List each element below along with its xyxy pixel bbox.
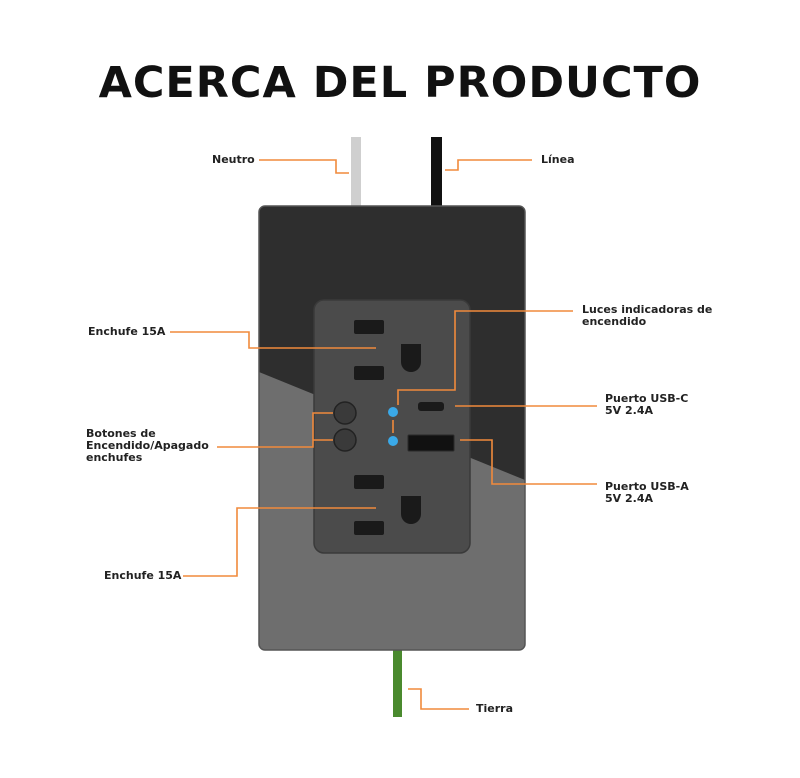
outlet-bottom (354, 475, 421, 535)
label-botones: Botones de Encendido/Apagado enchufes (86, 427, 209, 464)
callout-neutro (259, 159, 349, 174)
faceplate (313, 299, 471, 554)
callout-lines (170, 159, 597, 710)
callout-enchufe-bottom (183, 507, 376, 577)
callout-luces (397, 310, 573, 405)
label-enchufe-top: Enchufe 15A (88, 325, 166, 338)
usb-a-port (407, 434, 455, 452)
label-puerto-a: Puerto USB-A 5V 2.4A (605, 480, 689, 505)
page-title: ACERCA DEL PRODUCTO (98, 58, 702, 108)
ground-wire (393, 645, 402, 717)
line-wire (431, 137, 442, 212)
usb-c-port (418, 402, 444, 411)
label-tierra: Tierra (476, 702, 514, 715)
led-top (388, 407, 398, 417)
led-bottom (388, 436, 398, 446)
power-button-top (333, 401, 357, 425)
callout-botones (217, 412, 333, 448)
label-enchufe-bottom: Enchufe 15A (104, 569, 182, 582)
label-neutro: Neutro (212, 153, 255, 166)
outlet-top (354, 320, 421, 380)
callout-tierra (408, 688, 469, 710)
callout-puerto-a (460, 439, 597, 485)
label-linea: Línea (541, 153, 575, 166)
label-luces: Luces indicadoras de encendido (582, 303, 713, 328)
callout-linea (445, 159, 532, 171)
callout-enchufe-top (170, 331, 376, 349)
power-button-bottom (333, 428, 357, 452)
label-puerto-c: Puerto USB-C 5V 2.4A (605, 392, 689, 417)
neutral-wire (351, 137, 361, 212)
